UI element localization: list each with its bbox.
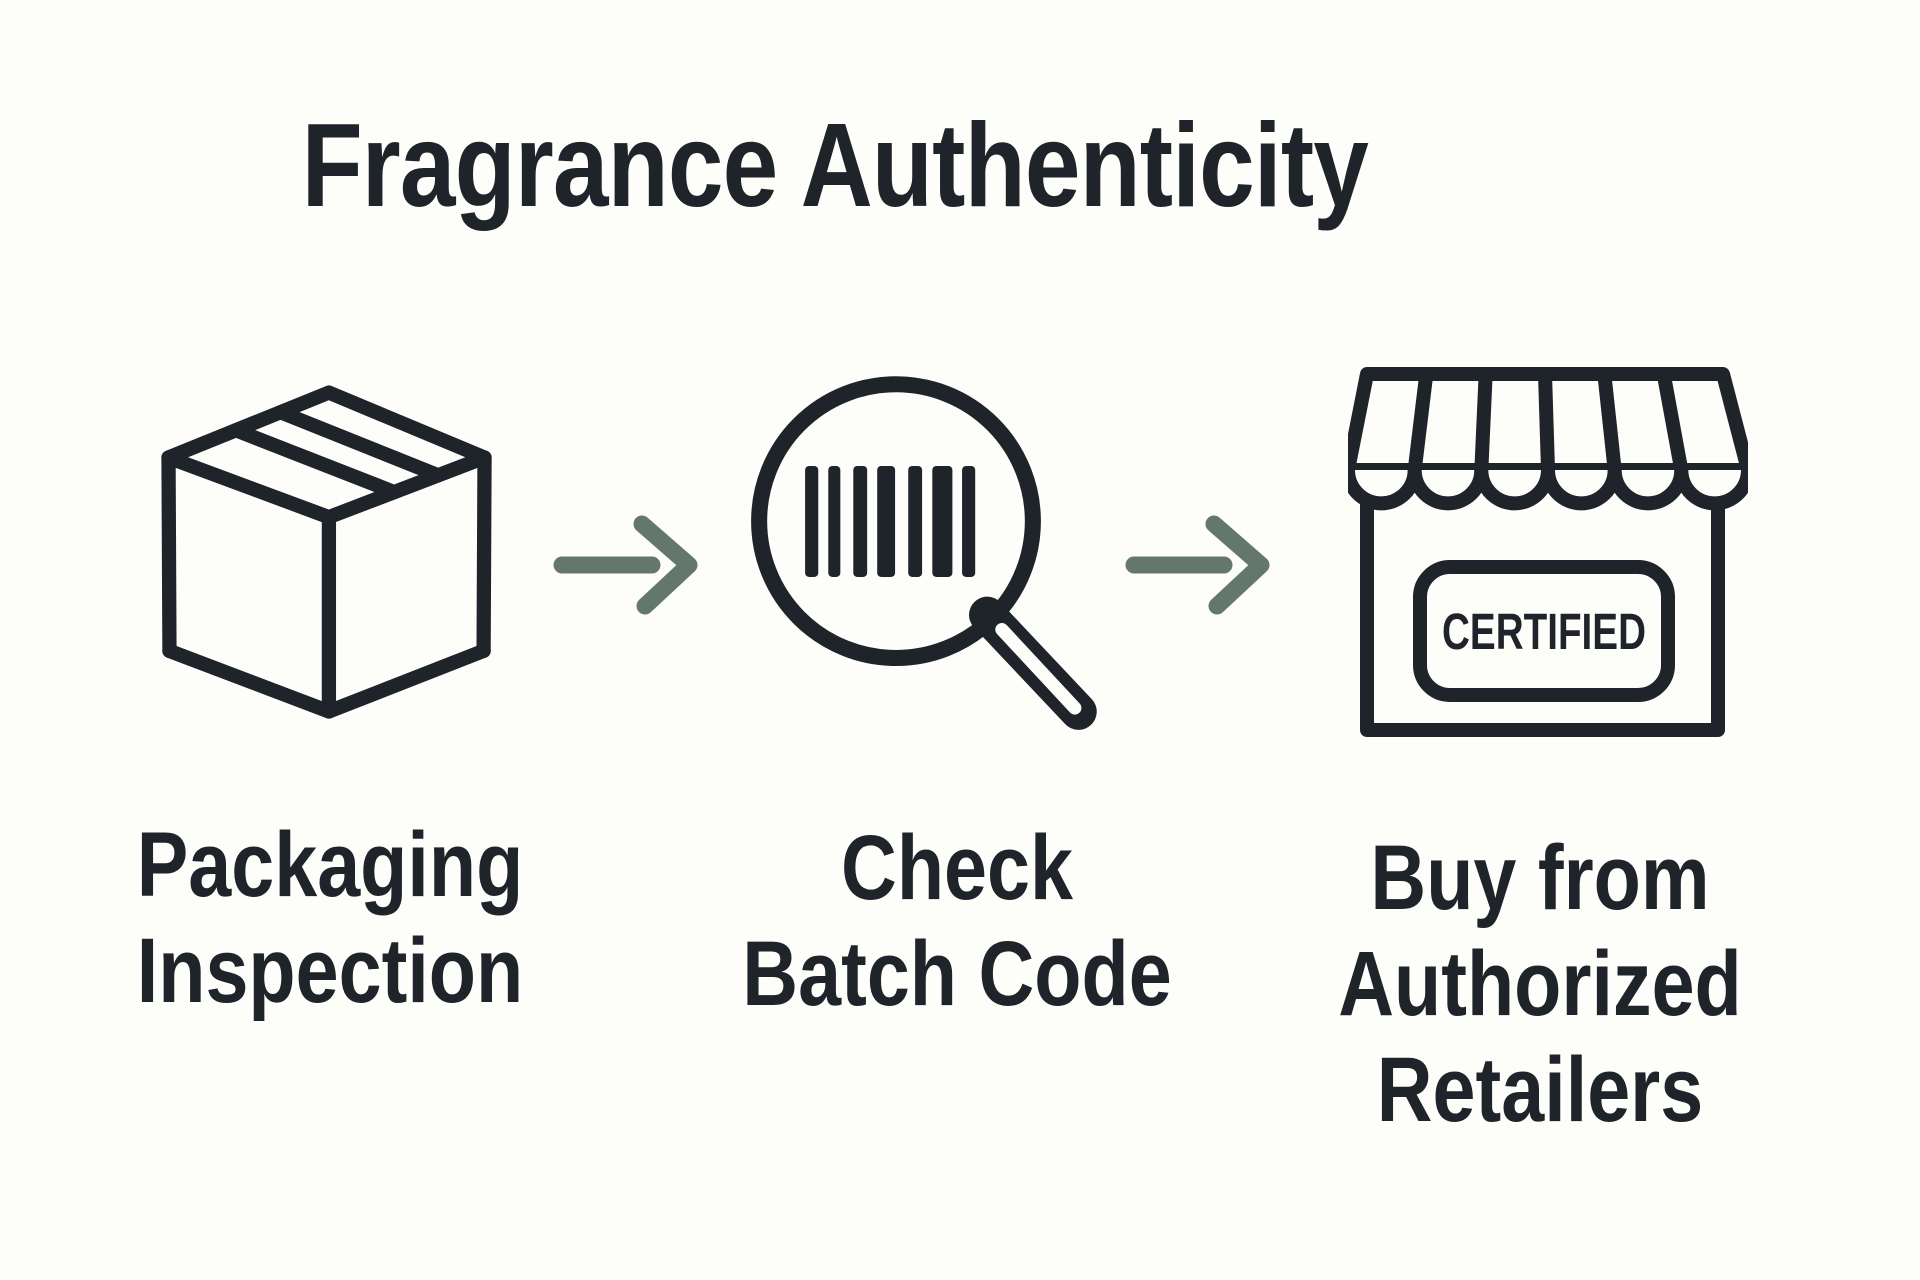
step2-label-line1: Check	[841, 817, 1073, 919]
step1-label-line1: Packaging	[136, 814, 524, 916]
page-title-text: Fragrance Authenticity	[301, 99, 1369, 232]
arrow-step1-to-step2-icon	[553, 515, 698, 615]
certified-storefront-icon: CERTIFIED	[1348, 367, 1748, 737]
barcode-bars	[805, 466, 976, 577]
step3-label-line2: Authorized	[1338, 932, 1742, 1035]
step1-label-line2: Inspection	[136, 919, 524, 1022]
package-box-icon	[161, 385, 492, 719]
step3-label: Buy from Authorized Retailers	[1322, 826, 1759, 1143]
certified-badge-text: CERTIFIED	[1442, 603, 1646, 660]
arrow-step2-to-step3-icon	[1125, 515, 1270, 615]
step3-label-line1: Buy from	[1370, 827, 1710, 929]
barcode-magnifier-icon	[751, 376, 1097, 730]
page-title: Fragrance Authenticity	[0, 106, 1670, 225]
step2-label: Check Batch Code	[739, 816, 1176, 1028]
step2-label-line2: Batch Code	[742, 922, 1172, 1025]
step1-label: Packaging Inspection	[112, 813, 549, 1025]
step3-label-line3: Retailers	[1376, 1038, 1704, 1141]
certified-badge	[1413, 560, 1675, 702]
